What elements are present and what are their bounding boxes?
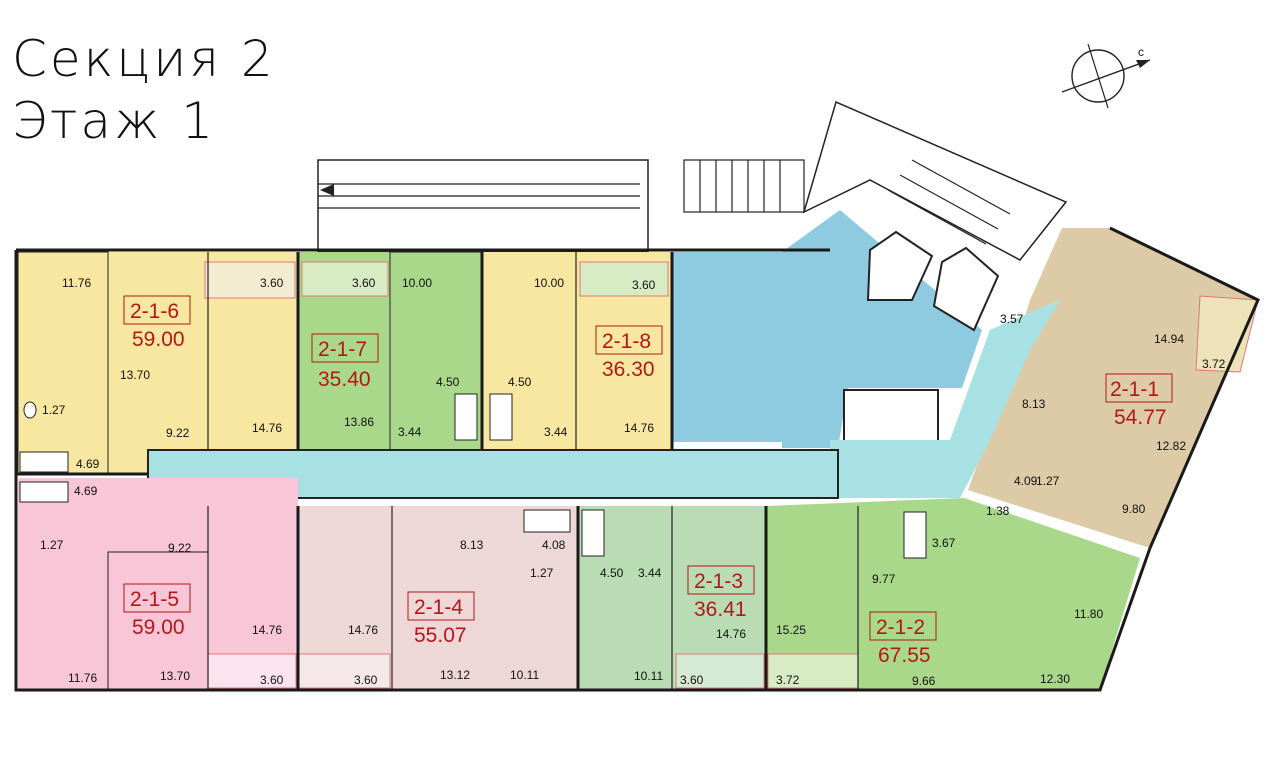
- room-area: 14.94: [1154, 332, 1184, 346]
- apt-area-2-1-6: 59.00: [132, 328, 185, 351]
- room-area: 13.70: [160, 669, 190, 683]
- room-area: 13.12: [440, 668, 470, 682]
- room-area: 3.57: [1000, 312, 1024, 326]
- room-area: 14.76: [624, 421, 654, 435]
- room-area: 4.69: [74, 484, 98, 498]
- room-area: 14.76: [252, 421, 282, 435]
- room-area: 12.82: [1156, 439, 1186, 453]
- room-area: 3.60: [260, 276, 284, 290]
- apt-number-2-1-5: 2-1-5: [130, 588, 179, 611]
- room-area: 3.60: [260, 673, 284, 687]
- room-area: 13.86: [344, 415, 374, 429]
- room-area-labels: 11.76 13.70 1.27 9.22 14.76 4.69 3.60 3.…: [40, 276, 1226, 688]
- apt-number-2-1-3: 2-1-3: [694, 570, 743, 593]
- room-area: 4.08: [542, 538, 566, 552]
- room-area: 14.76: [252, 623, 282, 637]
- room-area: 10.00: [534, 276, 564, 290]
- room-area: 4.09: [1014, 474, 1038, 488]
- room-area: 4.50: [600, 566, 624, 580]
- room-area: 8.13: [460, 538, 484, 552]
- apartment-2-1-7: [298, 251, 483, 451]
- room-area: 9.22: [168, 541, 192, 555]
- room-area: 9.80: [1122, 502, 1146, 516]
- room-area: 3.44: [544, 425, 568, 439]
- apt-number-2-1-2: 2-1-2: [876, 616, 925, 639]
- room-area: 8.13: [1022, 397, 1046, 411]
- room-area: 9.77: [872, 572, 896, 586]
- corridor: [147, 300, 1060, 499]
- room-area: 15.25: [776, 623, 806, 637]
- room-area: 1.27: [530, 566, 554, 580]
- room-area: 1.27: [40, 538, 64, 552]
- room-area: 4.69: [76, 457, 100, 471]
- apt-area-2-1-1: 54.77: [1114, 406, 1167, 429]
- apartment-2-1-8: [482, 252, 672, 450]
- apartment-2-1-1: [968, 228, 1259, 548]
- section-title: Секция 2: [12, 30, 276, 88]
- room-area: 11.80: [1074, 607, 1103, 621]
- room-area: 14.76: [348, 623, 378, 637]
- room-area: 3.67: [932, 536, 956, 550]
- room-area: 3.60: [352, 276, 376, 290]
- room-area: 10.11: [510, 668, 539, 682]
- room-area: 1.38: [986, 504, 1010, 518]
- apartment-2-1-2: [766, 498, 1140, 690]
- room-area: 10.00: [402, 276, 432, 290]
- apartment-2-1-4: [297, 506, 578, 690]
- apt-number-2-1-7: 2-1-7: [318, 338, 367, 361]
- apt-area-2-1-2: 67.55: [878, 644, 931, 667]
- room-area: 14.76: [716, 627, 746, 641]
- room-area: 4.50: [508, 375, 532, 389]
- room-area: 4.50: [436, 375, 460, 389]
- apt-area-2-1-5: 59.00: [132, 616, 185, 639]
- apartment-2-1-6: [17, 251, 298, 475]
- room-area: 11.76: [62, 276, 91, 290]
- room-area: 1.27: [42, 403, 66, 417]
- room-area: 9.22: [166, 426, 190, 440]
- compass-north-label: с: [1138, 45, 1144, 59]
- title-block: Секция 2 Этаж 1: [12, 28, 276, 152]
- room-area: 3.44: [398, 425, 422, 439]
- apt-number-2-1-6: 2-1-6: [130, 300, 179, 323]
- room-area: 12.30: [1040, 672, 1070, 686]
- room-area: 13.70: [120, 368, 150, 382]
- room-area: 9.66: [912, 674, 936, 688]
- room-area: 3.60: [354, 673, 378, 687]
- apartment-labels: 2-1-6 59.00 2-1-7 35.40 2-1-8 36.30 2-1-…: [123, 295, 1173, 667]
- compass-icon: с: [1061, 43, 1151, 109]
- outer-walls: [14, 226, 1260, 692]
- apt-number-2-1-4: 2-1-4: [414, 596, 463, 619]
- apt-area-2-1-7: 35.40: [318, 368, 371, 391]
- room-area: 3.60: [680, 673, 704, 687]
- room-area: 3.72: [1202, 357, 1226, 371]
- room-area: 10.11: [634, 669, 663, 683]
- apt-number-2-1-1: 2-1-1: [1110, 378, 1159, 401]
- room-area: 3.60: [632, 278, 656, 292]
- plumbing-fixtures: [19, 393, 927, 559]
- stair-core: [672, 210, 1000, 448]
- room-area: 3.72: [776, 673, 800, 687]
- room-area: 3.44: [638, 566, 662, 580]
- entrance-porch: [317, 100, 1068, 261]
- apt-area-2-1-8: 36.30: [602, 358, 655, 381]
- apt-area-2-1-4: 55.07: [414, 624, 467, 647]
- floor-title: Этаж 1: [12, 92, 217, 150]
- apt-number-2-1-8: 2-1-8: [602, 330, 651, 353]
- room-area: 11.76: [68, 671, 97, 685]
- room-area: 1.27: [1036, 474, 1060, 488]
- apartment-2-1-3: [578, 506, 766, 690]
- apt-area-2-1-3: 36.41: [694, 598, 747, 621]
